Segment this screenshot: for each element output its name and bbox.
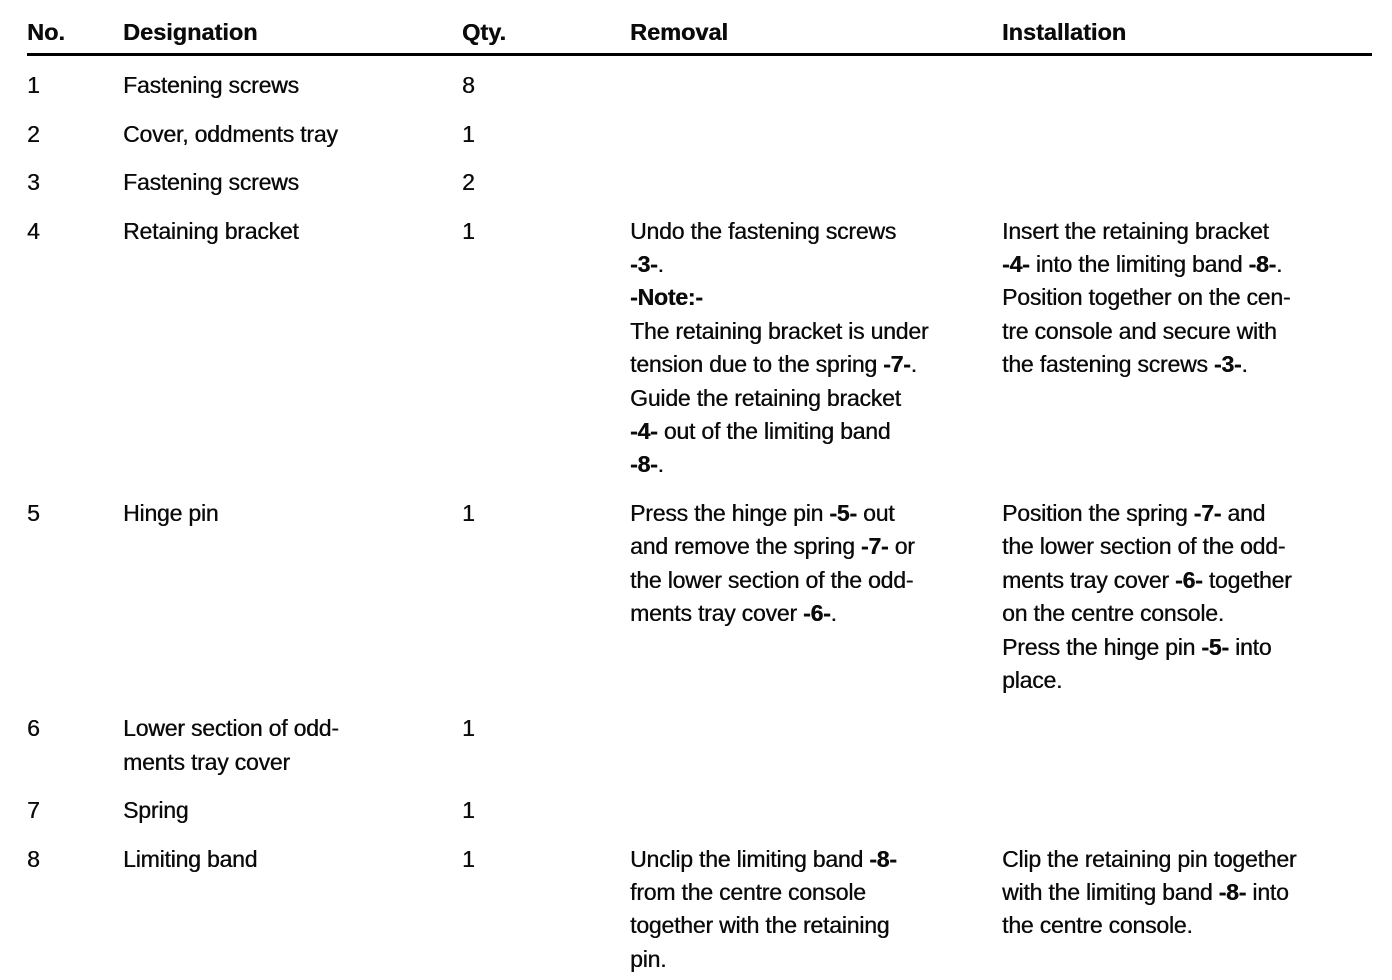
table-row: 7 Spring 1	[27, 794, 1372, 827]
cell-designation: Fastening screws	[123, 169, 299, 196]
cell-no: 3	[27, 169, 40, 196]
column-header-installation: Installation	[1002, 19, 1127, 45]
cell-designation: Lower section of odd-ments tray cover	[123, 715, 339, 775]
cell-designation: Cover, oddments tray	[123, 120, 338, 147]
table-row: 4 Retaining bracket 1 Undo the fastening…	[27, 215, 1372, 482]
cell-no: 5	[27, 499, 40, 526]
cell-qty: 1	[462, 845, 475, 872]
table-row: 2 Cover, oddments tray 1	[27, 118, 1372, 151]
cell-no: 7	[27, 797, 40, 824]
cell-removal: Unclip the limiting band -8-from the cen…	[630, 845, 897, 972]
cell-qty: 1	[462, 797, 475, 824]
cell-qty: 2	[462, 169, 475, 196]
column-header-no: No.	[27, 19, 65, 45]
table-row: 6 Lower section of odd-ments tray cover …	[27, 712, 1372, 779]
column-header-removal: Removal	[630, 19, 728, 45]
cell-designation: Limiting band	[123, 845, 258, 872]
cell-qty: 1	[462, 217, 475, 244]
cell-designation: Hinge pin	[123, 499, 219, 526]
table-row: 8 Limiting band 1 Unclip the limiting ba…	[27, 843, 1372, 977]
cell-qty: 1	[462, 120, 475, 147]
table-header-row: No. Designation Qty. Removal Installatio…	[27, 16, 1372, 57]
cell-installation: Insert the retaining bracket-4- into the…	[1002, 217, 1291, 378]
cell-removal: Undo the fastening screws-3-.-Note:-The …	[630, 217, 929, 478]
cell-designation: Spring	[123, 797, 189, 824]
table-row: 5 Hinge pin 1 Press the hinge pin -5- ou…	[27, 497, 1372, 697]
column-header-designation: Designation	[123, 19, 258, 45]
cell-no: 1	[27, 72, 40, 99]
parts-table-body: 1 Fastening screws 8 2 Cover, oddments t…	[27, 69, 1372, 976]
cell-qty: 1	[462, 715, 475, 742]
cell-no: 2	[27, 120, 40, 147]
cell-no: 8	[27, 845, 40, 872]
table-row: 3 Fastening screws 2	[27, 166, 1372, 199]
table-row: 1 Fastening screws 8	[27, 69, 1372, 102]
cell-qty: 1	[462, 499, 475, 526]
cell-no: 4	[27, 217, 40, 244]
cell-designation: Retaining bracket	[123, 217, 299, 244]
cell-no: 6	[27, 715, 40, 742]
cell-designation: Fastening screws	[123, 72, 299, 99]
cell-qty: 8	[462, 72, 475, 99]
parts-table: No. Designation Qty. Removal Installatio…	[27, 16, 1372, 976]
column-header-qty: Qty.	[462, 19, 506, 45]
